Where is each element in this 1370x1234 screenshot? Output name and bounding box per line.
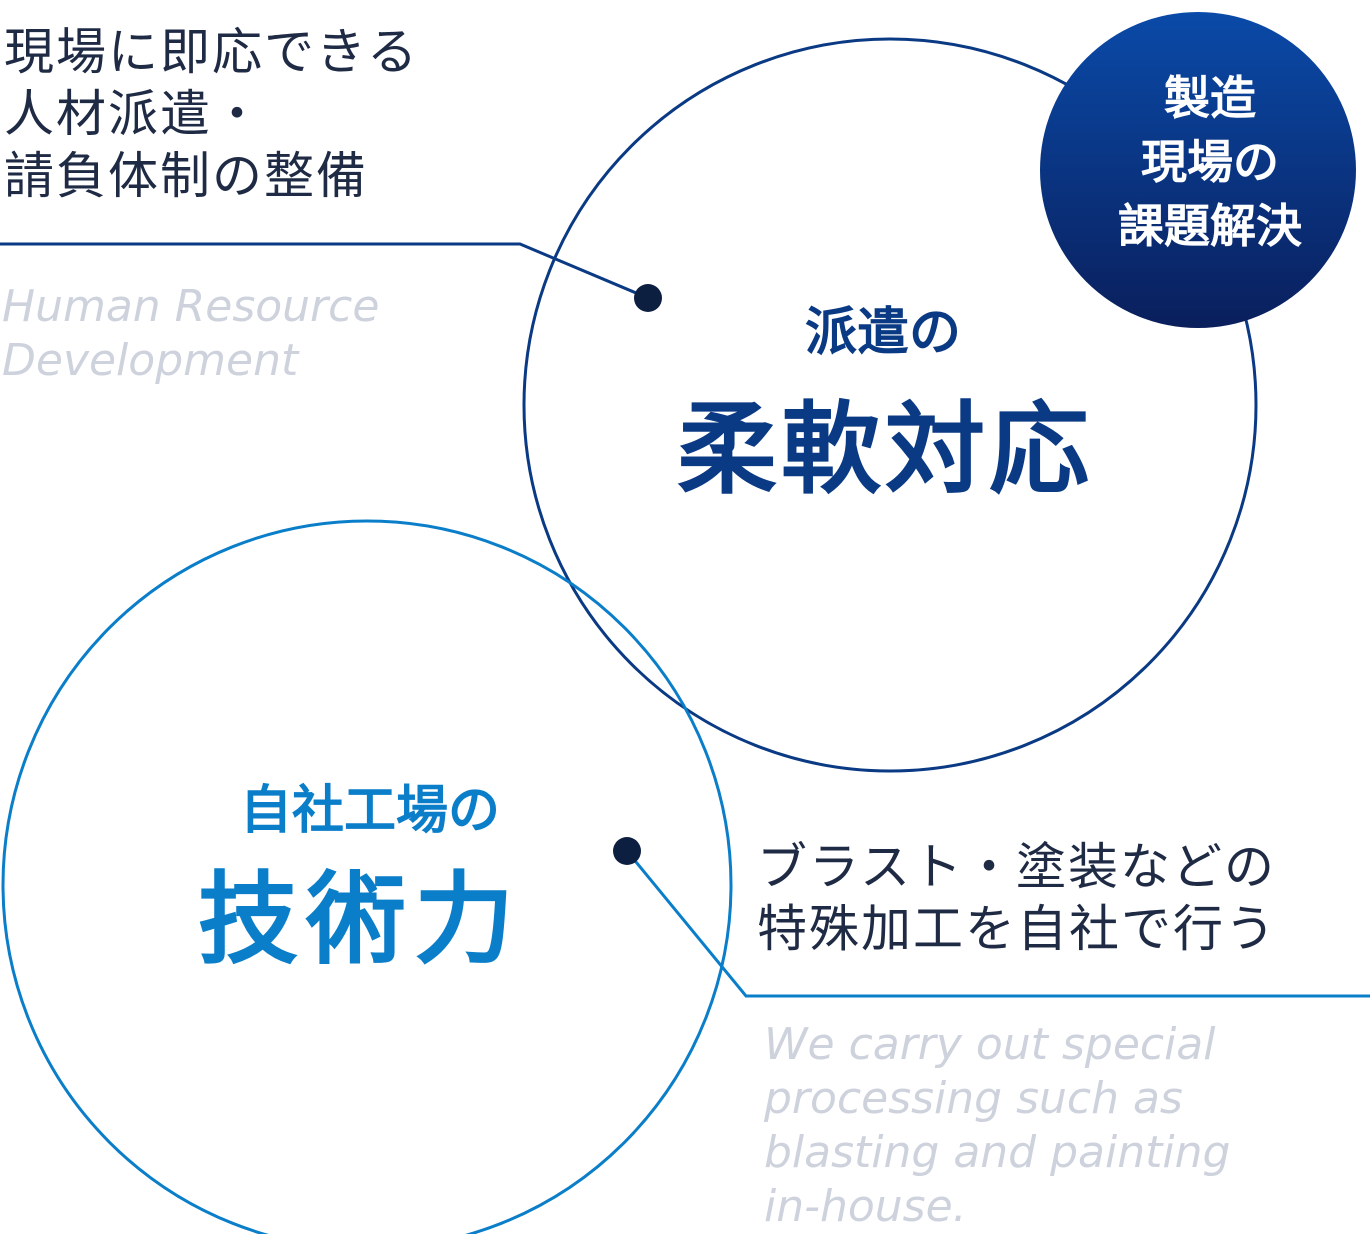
badge-text: 製造 現場の 課題解決: [1040, 66, 1370, 258]
top-left-heading-line: 請負体制の整備: [4, 147, 368, 205]
top-left-english: Human Resource Development: [2, 280, 379, 388]
bottom-right-callout-dot: [613, 837, 641, 865]
circle-haken-label-small: 派遣の: [804, 303, 961, 363]
circle-haken-outline: [522, 37, 1258, 773]
bottom-right-heading-line: ブラスト・塗装などの: [757, 838, 1276, 896]
circle-jisha-label-small: 自社工場の: [239, 781, 500, 841]
bottom-right-english-line: processing such as: [764, 1073, 1183, 1124]
top-left-heading-line: 人材派遣・: [4, 85, 264, 143]
circle-jisha-outline: [1, 519, 733, 1234]
bottom-right-english: We carry out special processing such as …: [764, 1018, 1230, 1234]
top-left-heading-line: 現場に即応できる: [4, 23, 419, 81]
circle-jisha-label-large: 技術力: [198, 861, 522, 978]
badge-line: 製造: [1164, 71, 1256, 125]
bottom-right-heading: ブラスト・塗装などの 特殊加工を自社で行う: [757, 836, 1277, 960]
bottom-right-callout-line: [625, 850, 1370, 998]
bottom-right-english-line: blasting and painting: [764, 1127, 1231, 1178]
top-left-callout-line: [0, 242, 649, 300]
top-left-callout-dot: [634, 284, 662, 312]
circle-haken-label-large: 柔軟対応: [677, 391, 1093, 508]
badge-circle: [1040, 12, 1356, 328]
bottom-right-english-line: in-house.: [764, 1181, 967, 1232]
top-left-english-line: Human Resource: [2, 281, 380, 332]
bottom-right-heading-line: 特殊加工を自社で行う: [757, 900, 1277, 958]
top-left-english-line: Development: [2, 335, 299, 386]
bottom-right-english-line: We carry out special: [764, 1019, 1216, 1070]
badge-line: 課題解決: [1118, 199, 1302, 253]
badge-line: 現場の: [1141, 135, 1279, 189]
top-left-heading: 現場に即応できる 人材派遣・ 請負体制の整備: [4, 21, 419, 207]
